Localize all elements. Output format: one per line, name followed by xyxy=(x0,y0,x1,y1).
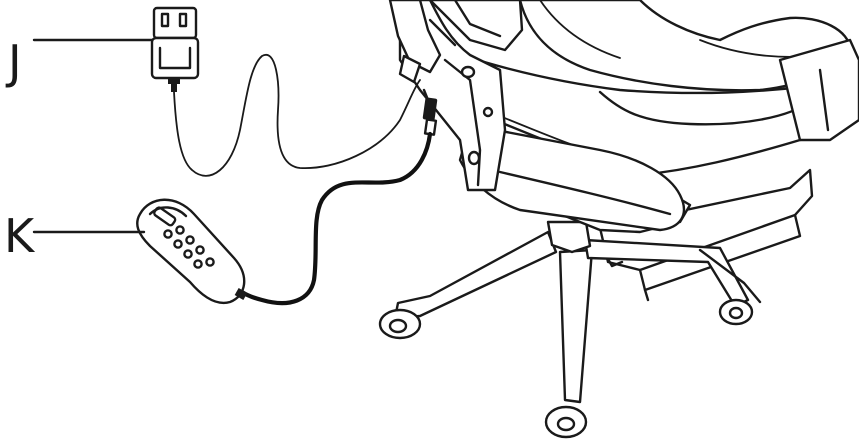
caster-left xyxy=(380,310,420,338)
label-j: J xyxy=(5,35,22,89)
chair-illustration xyxy=(380,0,859,437)
power-adapter-icon xyxy=(152,8,198,92)
remote-cable xyxy=(242,134,430,303)
massage-remote-icon xyxy=(137,200,247,303)
caster-front xyxy=(546,407,586,437)
label-k: K xyxy=(4,209,36,263)
adapter-cable xyxy=(174,55,420,176)
caster-right xyxy=(720,300,752,324)
